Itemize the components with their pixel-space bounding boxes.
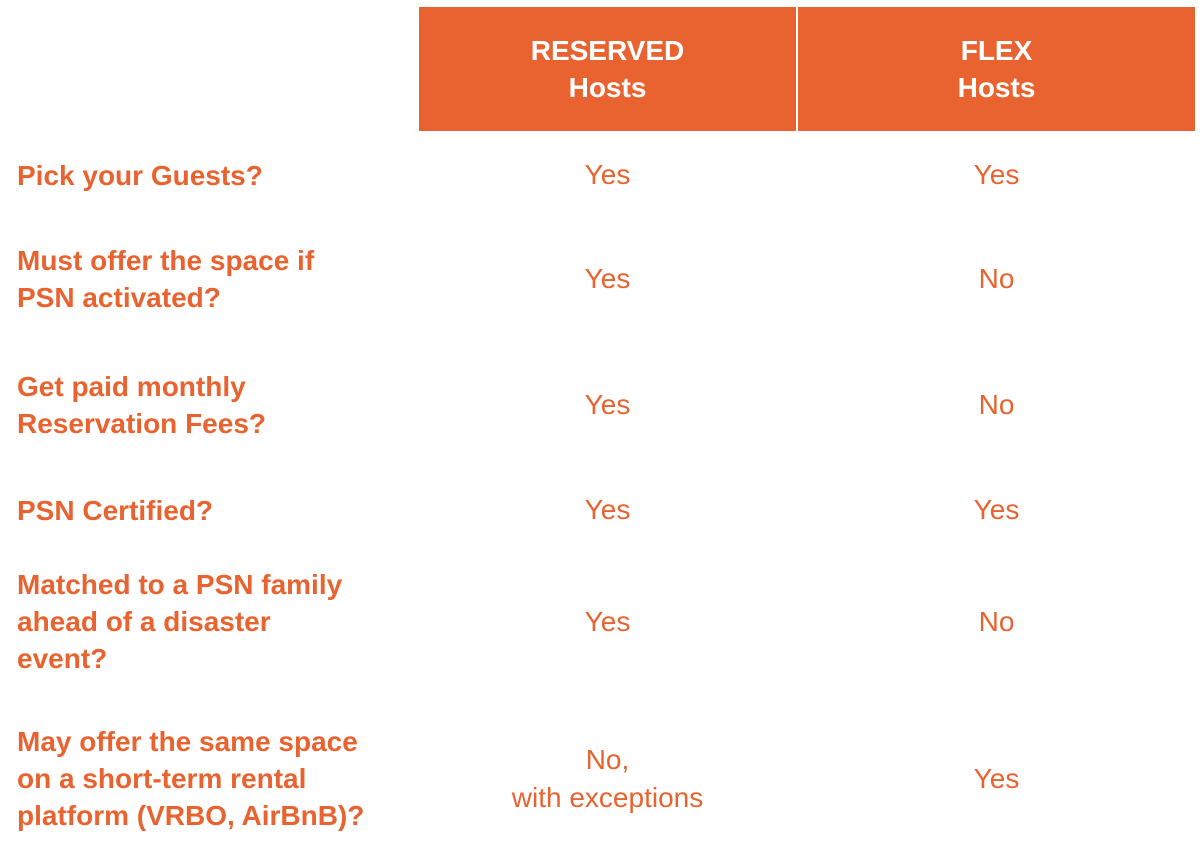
answer-reserved-pick-guests: Yes [419,155,796,195]
answer-line: Yes [973,159,1020,190]
column-header-reserved-line1: RESERVED [530,35,685,66]
answer-reserved-must-offer-space: Yes [419,241,796,317]
question-line: Pick your Guests? [17,159,263,191]
row-question-must-offer-space: Must offer the space if PSN activated? [17,241,417,317]
answer-line: Yes [973,762,1020,794]
question-line: platform (VRBO, AirBnB)? [17,800,365,831]
row-question-reservation-fees: Get paid monthly Reservation Fees? [17,367,417,443]
question-line: on a short-term rental [17,763,307,794]
answer-line: No [978,263,1015,294]
question-line: Reservation Fees? [17,408,266,439]
question-line: Matched to a PSN family [17,569,343,600]
question-line: PSN Certified? [17,494,214,526]
answer-line: Yes [584,494,631,525]
column-header-flex-line2: Hosts [957,72,1036,103]
answer-flex-reservation-fees: No [798,367,1195,443]
question-line: PSN activated? [17,282,221,313]
row-question-pick-guests: Pick your Guests? [17,155,417,195]
row-question-matched-family: Matched to a PSN family ahead of a disas… [17,565,417,678]
answer-line: Yes [973,494,1020,525]
answer-line: Yes [584,389,631,420]
answer-line: No [978,389,1015,420]
answer-line: No [978,605,1015,637]
answer-reserved-reservation-fees: Yes [419,367,796,443]
answer-line: No, [585,743,630,775]
answer-line: with exceptions [511,781,704,813]
answer-line: Yes [584,263,631,294]
column-header-reserved-hosts: RESERVED Hosts [419,7,796,131]
answer-line: Yes [584,159,631,190]
answer-reserved-psn-certified: Yes [419,490,796,530]
column-header-flex-line1: FLEX [960,35,1033,66]
question-line: ahead of a disaster [17,606,271,637]
answer-flex-matched-family: No [798,565,1195,678]
question-line: Must offer the space if [17,245,315,276]
answer-reserved-matched-family: Yes [419,565,796,678]
column-header-reserved-line2: Hosts [568,72,647,103]
row-question-psn-certified: PSN Certified? [17,490,417,530]
answer-flex-short-term-rental: Yes [798,722,1195,835]
answer-reserved-short-term-rental: No, with exceptions [419,722,796,835]
row-question-short-term-rental: May offer the same space on a short-term… [17,722,417,835]
question-line: May offer the same space [17,726,358,757]
question-line: Get paid monthly [17,371,246,402]
answer-flex-pick-guests: Yes [798,155,1195,195]
answer-flex-psn-certified: Yes [798,490,1195,530]
question-line: event? [17,643,108,674]
answer-line: Yes [584,605,631,637]
answer-flex-must-offer-space: No [798,241,1195,317]
column-header-flex-hosts: FLEX Hosts [798,7,1195,131]
